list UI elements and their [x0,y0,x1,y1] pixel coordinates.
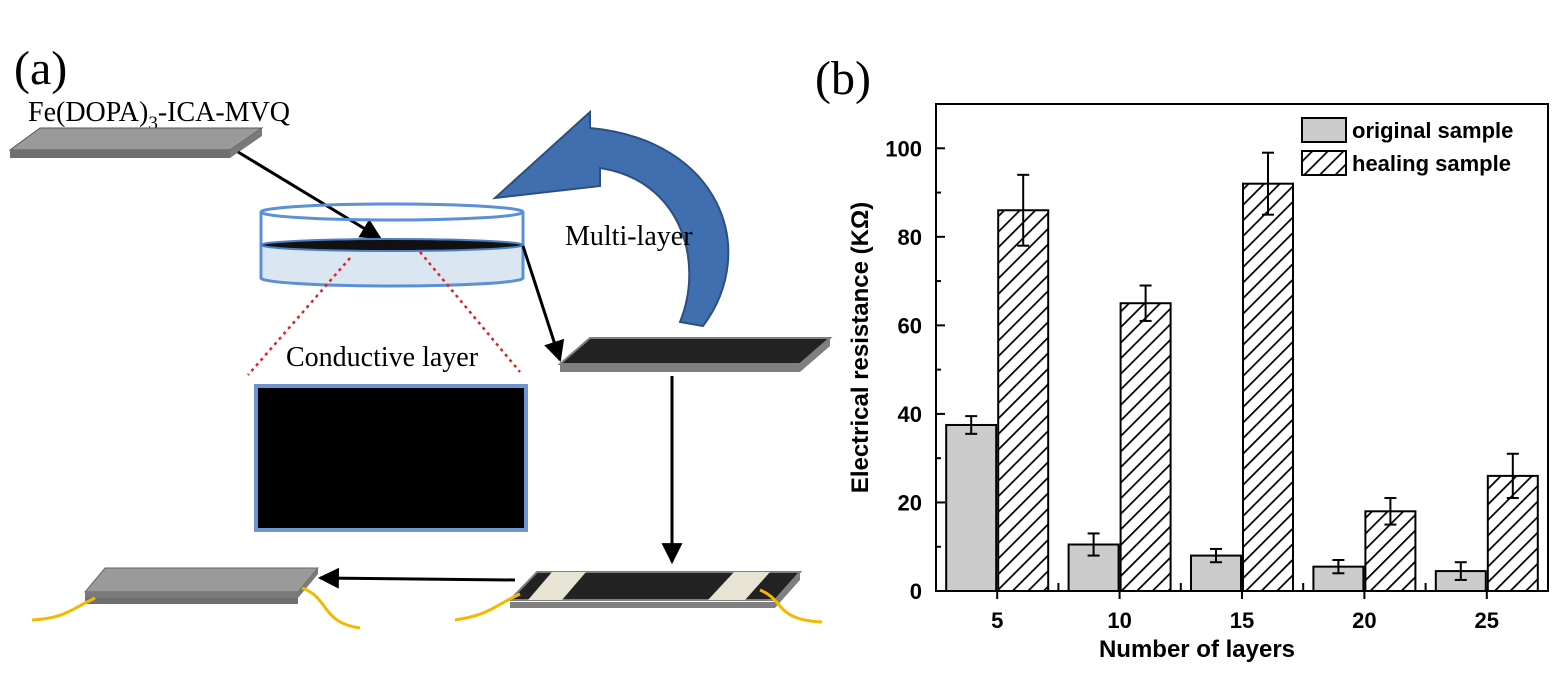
y-tick-label: 40 [898,402,922,427]
panel-b-label: (b) [815,52,871,105]
y-tick-label: 60 [898,313,922,338]
healing-bar [1119,302,1172,592]
final-sample [31,567,361,630]
panel-a: (a) Fe(DOPA)3-ICA-MVQ Conductive layer M… [8,42,833,630]
x-tick-label: 10 [1107,608,1131,633]
layered-strip [557,337,833,372]
x-tick-label: 5 [991,608,1003,633]
substrate-strip [8,127,264,158]
conductive-layer-label: Conductive layer [286,342,479,373]
panel-a-label: (a) [14,42,67,95]
zoom-line-left [247,257,351,376]
legend-label: healing sample [1352,151,1511,176]
material-label: Fe(DOPA)3-ICA-MVQ [28,97,290,134]
y-tick-label: 0 [910,579,922,604]
legend-label: original sample [1352,118,1513,143]
arrow-to-layered-strip [521,245,565,362]
y-tick-label: 100 [885,136,922,161]
multi-layer-label: Multi-layer [565,221,693,252]
petri-dish [259,202,525,288]
y-tick-label: 20 [898,490,922,515]
x-tick-label: 20 [1352,608,1376,633]
y-tick-label: 80 [898,225,922,250]
multi-layer-curved-arrow [492,109,730,328]
healing-bar [1242,182,1294,592]
legend-swatch [1301,117,1347,143]
arrow-to-dish [237,150,382,240]
x-tick-label: 15 [1230,608,1254,633]
zoom-line-right [419,251,521,373]
conductive-layer-image [254,384,528,532]
x-tick-label: 25 [1475,608,1499,633]
legend-swatch [1301,150,1347,176]
y-axis-label: Electrical resistance (KΩ) [847,202,874,493]
original-bar [945,423,998,592]
electrode-strip [454,571,823,624]
x-axis-label: Number of layers [1099,636,1295,663]
healing-bar [997,209,1050,592]
arrow-left [317,567,516,589]
